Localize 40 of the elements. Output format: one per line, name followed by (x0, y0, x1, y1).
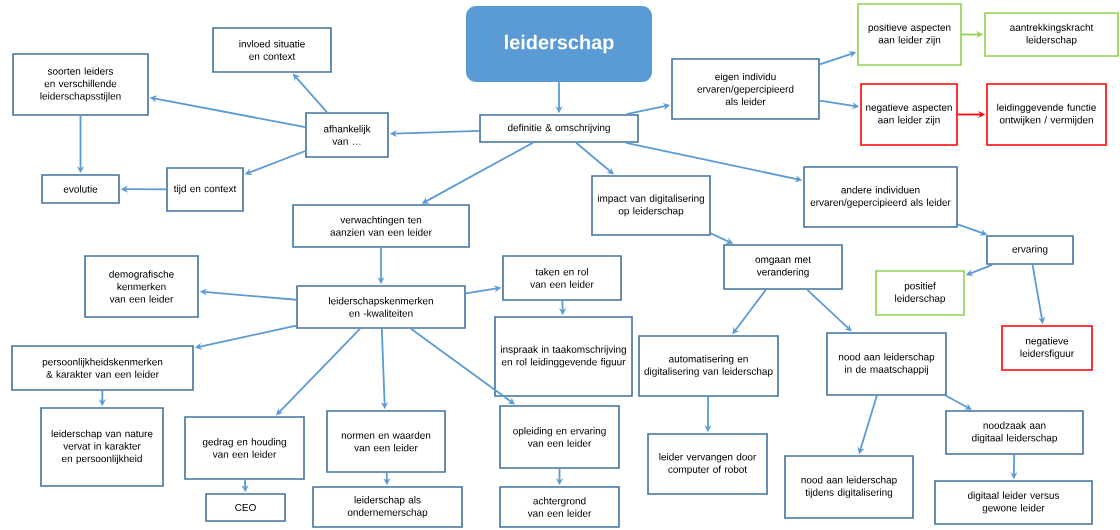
concept-box: inspraak in taakomschrijving en rol leidinggevende figuur (494, 316, 633, 397)
arrow (806, 288, 852, 332)
concept-box: leiderschap als ondernemerschap (312, 486, 463, 528)
concept-box: nood aan leiderschap in de maatschappij (826, 332, 947, 396)
concept-box: soorten leiders en verschillende leiderschapsstijlen (12, 53, 149, 116)
concept-box: taken en rol van een leider (502, 255, 622, 301)
concept-box: persoonlijkheidskenmerken & karakter van een leider (11, 345, 194, 391)
arrow (276, 327, 361, 416)
concept-box: positief leiderschap (875, 270, 965, 316)
concept-box: leiderschap van nature vervat in karakter en persoonlijkheid (40, 407, 164, 487)
concept-box: leiderschapskenmerken en -kwaliteiten (296, 285, 466, 329)
concept-box: positieve aspecten aan leider zijn (857, 3, 962, 66)
concept-box: negatieve leidersfiguur (1001, 325, 1093, 371)
concept-box: gedrag en houding van een leider (184, 416, 305, 480)
concept-box: ervaring (986, 235, 1074, 265)
concept-box: automatisering en digitalisering van leiderschap (638, 335, 779, 397)
concept-box: impact van digitalisering op leiderschap (591, 175, 711, 236)
concept-box: evolutie (41, 174, 120, 204)
concept-box: opleiding en ervaring van een leider (499, 405, 620, 469)
concept-box: noodzaak aan digitaal leiderschap (945, 410, 1084, 455)
concept-box: leider vervangen door computer of robot (647, 433, 768, 495)
concept-box: CEO (205, 493, 286, 522)
concept-box: nood aan leiderschap tijdens digitalisering (784, 455, 914, 519)
concept-box: digitaal leider versus gewone leider (934, 480, 1093, 525)
concept-box: achtergrond van een leider (499, 486, 620, 528)
concept-box: definitie & omschrijving (479, 114, 639, 143)
concept-box: afhankelijk van … (305, 112, 389, 158)
concept-box: aantrekkingskracht leiderschap (984, 12, 1119, 57)
concept-box: verwachtingen ten aanzien van een leider (292, 204, 470, 248)
concept-box: andere individuen ervaren/gepercipieerd als leider (803, 166, 958, 228)
concept-box: eigen individu ervaren/gepercipieerd als leider (671, 58, 820, 120)
concept-box: normen en waarden van een leider (326, 410, 446, 473)
title-box: leiderschap (466, 6, 652, 82)
concept-box: omgaan met verandering (723, 244, 843, 290)
arrow (945, 394, 972, 410)
concept-box: invloed situatie en context (212, 27, 332, 73)
concept-box: tijd en context (166, 167, 244, 212)
concept-box: leidinggevende functie ontwijken / vermijden (986, 83, 1107, 146)
concept-box: demografische kenmerken van een leider (84, 255, 199, 318)
concept-box: negatieve aspecten aan leider zijn (860, 83, 958, 146)
